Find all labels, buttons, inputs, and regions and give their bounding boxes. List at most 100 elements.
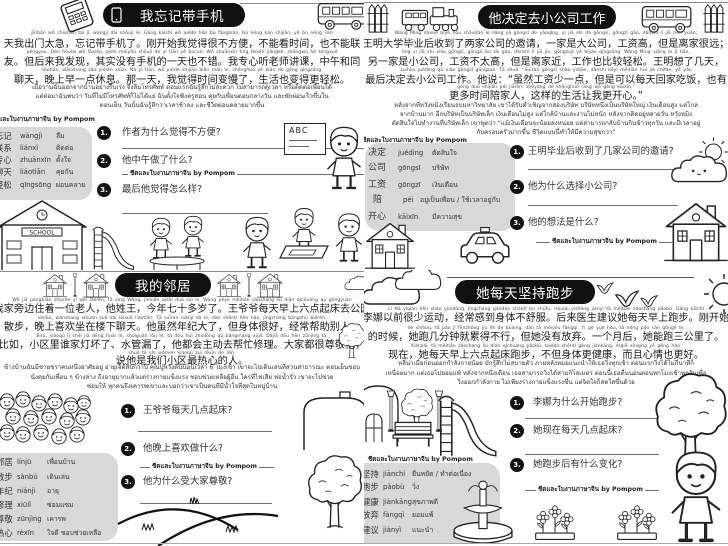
vocab-pinyin: jiànyì xyxy=(383,526,402,534)
street-lamp-icon xyxy=(246,273,252,297)
boy-illustration xyxy=(242,216,272,269)
watermark: ชีตและใบงานภาษาจีน by Pompom xyxy=(128,170,237,178)
abc-board-illustration: ABC xyxy=(284,123,326,155)
thai-translation-line: ตัดสินใจไปทำงานที่บริษัทเล็ก เขาพูดว่า “… xyxy=(391,120,701,127)
school-bus-icon xyxy=(317,3,364,30)
vocab-hanzi: 年纪 xyxy=(0,486,13,496)
story-line: 友。但后来我发现，其实没有手机的一天也不错。我专心听老师讲课，中午和同 xyxy=(3,56,361,68)
thai-translation-line: วิ่งออกกำลังกาย ไม่เพียงร่างกายแข็งแรงขึ… xyxy=(457,379,635,386)
pinyin-line: Bǐrú, xiǎoqū lǐ shéi jiā dēng huài le, s… xyxy=(36,333,328,339)
vocab-pinyin: gōngzī xyxy=(398,181,421,189)
vocab-thai: เดินเล่น xyxy=(47,473,70,481)
vocab-hanzi: 工资 xyxy=(368,180,387,190)
tree-illustration xyxy=(307,455,363,529)
header-rule xyxy=(0,271,364,272)
vocab-pinyin: qīngsōng xyxy=(20,181,52,189)
watermark: ชีตและใบงานภาษาจีน by Pompom xyxy=(150,463,259,471)
vocab-pinyin: jiànkāng xyxy=(383,498,412,506)
fence-icon xyxy=(366,4,390,33)
question-text: 最后他觉得怎么样? xyxy=(122,184,202,195)
vocab-box: 决定 juédìng ตัดสินใจ 公司 gōngsī บริษัท 工资 gōngz… xyxy=(365,143,515,231)
vocab-pinyin: gōngsī xyxy=(398,164,421,172)
question-text: 李娜为什么开始跑步? xyxy=(533,397,623,408)
answer-line xyxy=(525,454,659,455)
kid-playing-illustration xyxy=(149,217,173,259)
pinyin-line: péngyou. Dàn hòulái wǒ fāxiàn, qíshí méi… xyxy=(26,49,338,55)
pinyin-line: de shíhou, tā pǎo jǐ fēnzhōng jiù lèi de… xyxy=(407,326,685,331)
vocab-thai: วิ่ง xyxy=(412,483,420,491)
vocab-hanzi: 专心 xyxy=(0,155,12,165)
vocab-thai: อายุ xyxy=(47,487,59,495)
footer-rule xyxy=(364,543,728,544)
answer-line xyxy=(138,431,272,432)
house-illustration xyxy=(364,222,416,269)
vocab-row: 专心zhuānxīnตั้งใจ xyxy=(0,154,92,166)
header-rule xyxy=(447,277,694,278)
vocab-pinyin: niánjì xyxy=(17,487,36,495)
house-illustration xyxy=(663,202,728,262)
vocab-thai: สุขภาพดี xyxy=(412,498,438,506)
vocab-pinyin: sànbù xyxy=(17,473,38,481)
answer-line xyxy=(525,418,659,419)
question-text: 他为什么选择小公司? xyxy=(528,181,618,192)
story-line: 聊天，晚上早一点休息。那一天，我觉得时间变慢了，生活也变得更轻松。 xyxy=(13,74,351,86)
vocab-hanzi: 尊敬 xyxy=(0,514,13,524)
story-line: 最后决定去小公司工作。他说：“虽然工资少一点，但是可以每天回家吃饭，也有 xyxy=(365,74,727,86)
thai-translation-line: หลังจากที่หวังหมิงเรียนจบมหาวิทยาลัย เขา… xyxy=(394,102,698,109)
vocab-hanzi: 决定 xyxy=(368,148,387,158)
vocab-pinyin: liáotiān xyxy=(20,168,46,176)
thai-translation-line: แต่ต่อมาฉันพบว่า วันที่ไม่มีโทรศัพท์ก็ไม… xyxy=(35,93,329,100)
thai-translation-line: ซ่อมให้ ทุกคนจึงเคารพเขาและบอกว่าเขาเป็น… xyxy=(86,383,278,390)
vocab-hanzi: 公司 xyxy=(368,163,387,173)
question-number-badge: 2. xyxy=(97,154,111,168)
train-icon xyxy=(401,7,459,32)
worksheet-title-pill: 她每天坚持跑步 xyxy=(455,280,595,304)
board-line xyxy=(289,146,309,147)
answer-line xyxy=(528,169,678,170)
question-text: 她跑步后有什么变化? xyxy=(533,459,623,470)
van-icon xyxy=(641,6,692,33)
vocab-thai: ลืม xyxy=(56,132,65,140)
watermark: ชีตและใบงานภาษาจีน by Pompom xyxy=(550,238,659,246)
story-line: 天我出门太急，忘记带手机了。刚开始我觉得很不方便，不能看时间，也不能联 xyxy=(3,38,361,50)
pinyin-line: gèng duō shíjiān péi jiārén, zhèyàng de … xyxy=(457,84,635,90)
house-icon xyxy=(82,273,110,298)
thai-translation-line: จากบ้านมาก อีกบริษัทเป็นบริษัทเล็ก เงินเ… xyxy=(399,111,693,118)
crowd-illustration xyxy=(0,391,91,445)
smiling-cloud-illustration xyxy=(671,155,728,183)
vocab-pinyin: jiānchí xyxy=(383,470,406,478)
worksheet-title: 他决定去小公司工作 xyxy=(488,11,606,27)
vocab-hanzi: 邻居 xyxy=(0,457,13,467)
pinyin-line: liáotiān, wǎnshang zǎo yìdiǎn xiūxi. Nà … xyxy=(41,67,323,73)
teacher-illustration xyxy=(326,126,362,190)
cloud-icon xyxy=(394,270,442,290)
bench-illustration xyxy=(392,421,434,448)
pinyin-line: sànbù, wǎnshang xǐhuan zuò zài lóuxià li… xyxy=(37,315,327,321)
vocab-thai: บริษัท xyxy=(432,164,449,172)
pinyin-line: shuō tā shì wǒmen xiǎoqū zuì rèxīn de ré… xyxy=(128,351,236,356)
vocab-pinyin: juédìng xyxy=(398,149,424,157)
thai-translation-line: หลี่น่าเมื่อก่อนออกกำลังกายน้อย มักรู้สึ… xyxy=(398,360,694,367)
vocab-pinyin: pǎobù xyxy=(383,483,405,491)
story-line: 现在，她每天早上六点起床跑步，不但身体更健康，而且心情也更好。 xyxy=(388,350,704,361)
girl-clipboard-illustration xyxy=(335,212,363,262)
pinyin-line: Wǒ jiā pángbiān zhùzhe yí wèi lǎorén, tā… xyxy=(12,297,352,303)
question-text: 王明毕业后收到了几家公司的邀请? xyxy=(528,146,674,157)
vocab-pinyin: zūnjìng xyxy=(17,515,42,523)
question-number-badge: 2. xyxy=(510,180,524,194)
hills-illustration xyxy=(117,496,279,546)
vocab-thai: อยู่เป็นเพื่อน / ใช้เวลาอยู่กับ xyxy=(420,196,501,204)
vocab-hanzi: 开心 xyxy=(368,212,387,222)
vocab-thai: ตัดสินใจ xyxy=(432,149,457,157)
vocab-thai: ติดต่อ xyxy=(56,144,74,152)
vocab-hanzi: 健康 xyxy=(364,497,379,507)
